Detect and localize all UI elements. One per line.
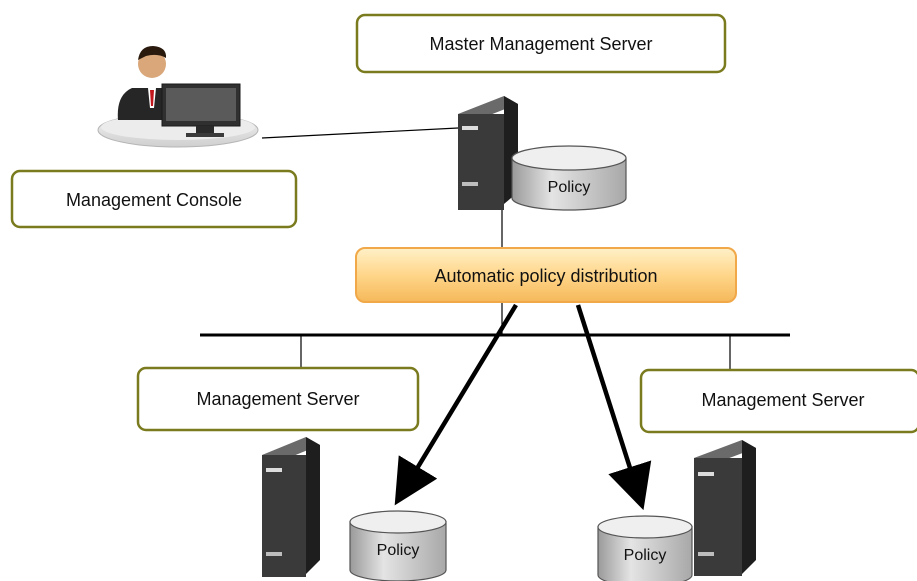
left-policy-label: Policy bbox=[377, 542, 420, 559]
master-server-icon bbox=[458, 96, 518, 210]
left-server-icon bbox=[262, 437, 320, 577]
master-server-label: Master Management Server bbox=[355, 13, 727, 74]
left-server-label: Management Server bbox=[136, 366, 420, 432]
right-policy-label: Policy bbox=[624, 547, 667, 564]
distribution-arrow-left bbox=[394, 303, 518, 506]
left-server-label-text: Management Server bbox=[196, 389, 359, 409]
management-console-label-text: Management Console bbox=[66, 190, 242, 210]
right-server-label: Management Server bbox=[639, 368, 917, 434]
distribution-arrow-right bbox=[575, 304, 652, 511]
left-policy-database-icon: Policy bbox=[349, 510, 447, 581]
right-server-icon bbox=[694, 440, 756, 576]
master-policy-database-icon: Policy bbox=[511, 145, 627, 211]
master-server-label-text: Master Management Server bbox=[429, 34, 652, 54]
console-to-master-line bbox=[261, 127, 459, 139]
management-console-icon bbox=[97, 46, 259, 148]
management-console-label: Management Console bbox=[10, 169, 298, 229]
right-policy-database-icon: Policy bbox=[597, 515, 693, 581]
master-policy-label: Policy bbox=[548, 179, 591, 196]
policy-distribution-box: Automatic policy distribution bbox=[355, 247, 737, 303]
policy-distribution-label: Automatic policy distribution bbox=[434, 266, 657, 286]
right-server-label-text: Management Server bbox=[701, 390, 864, 410]
